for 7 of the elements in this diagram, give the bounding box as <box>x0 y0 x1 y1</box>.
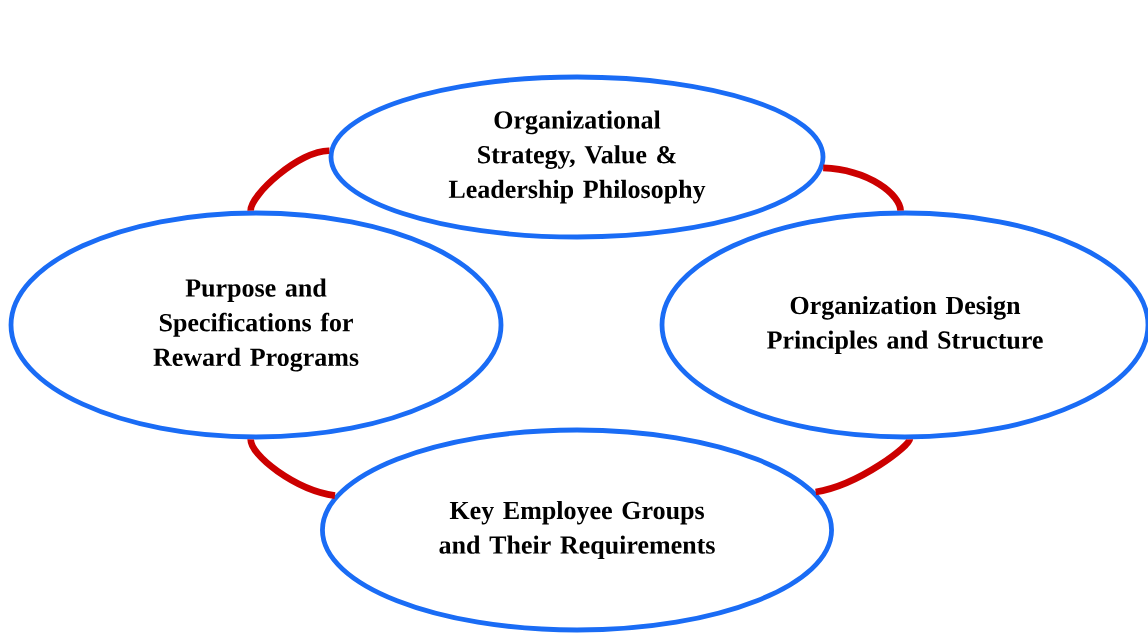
ellipse-node: Purpose and Specifications for Reward Programs <box>8 210 504 440</box>
connector-arc <box>814 437 913 496</box>
connector-arc <box>247 438 336 499</box>
ellipse-node: Organizational Strategy, Value & Leadership Philosophy <box>328 74 826 240</box>
connector-arc <box>247 147 330 212</box>
ellipse-node: Key Employee Groups and Their Requirements <box>320 427 834 633</box>
connector-arc <box>822 164 904 212</box>
